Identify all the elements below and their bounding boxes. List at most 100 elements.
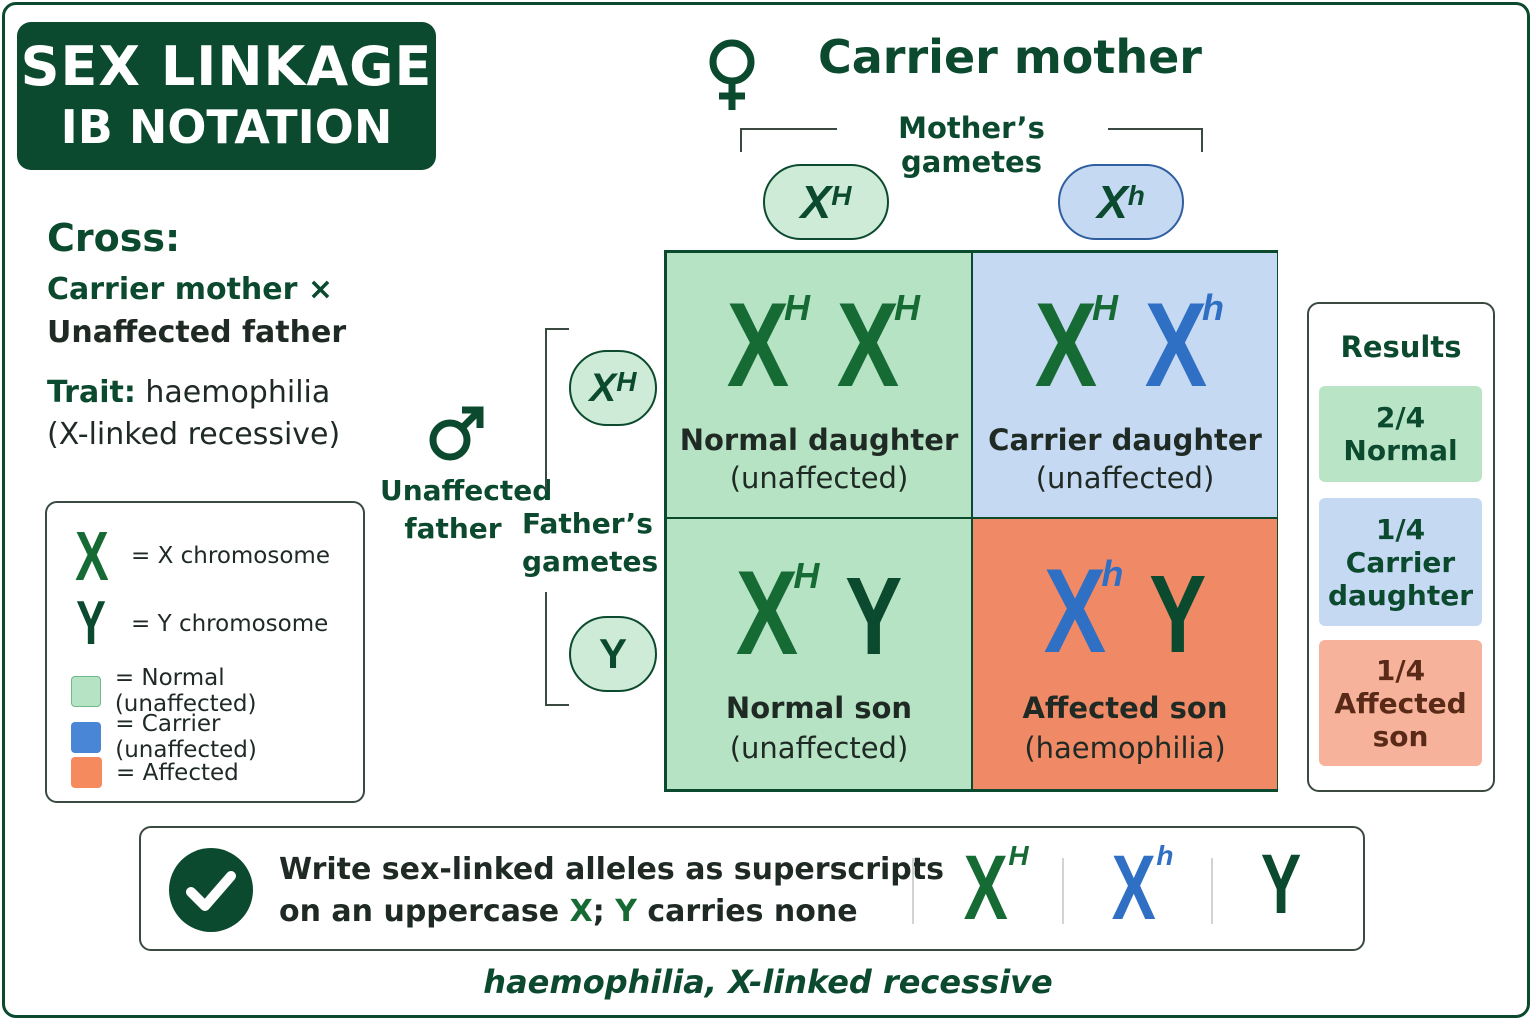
result-affected: 1/4 Affected son (1319, 640, 1482, 766)
result-carrier-ratio: 1/4 (1375, 512, 1426, 546)
chromosome-x: X (1044, 544, 1107, 678)
example-base: Y (1260, 837, 1302, 931)
key-normal-text: = Normal (unaffected) (114, 665, 257, 717)
key-y-text: = Y chromosome (131, 611, 329, 637)
result-normal: 2/4 Normal (1319, 386, 1482, 482)
cross-line-1: Carrier mother × (47, 272, 334, 307)
gamete-sup: h (1127, 180, 1145, 211)
cross-heading: Cross: (47, 216, 181, 260)
notation-x: X (569, 894, 593, 929)
result-affected-ratio: 1/4 (1375, 653, 1426, 687)
father-bracket-top (545, 328, 569, 490)
separator (1211, 858, 1213, 924)
result-carrier: 1/4 Carrier daughter (1319, 498, 1482, 626)
example-XH: XH (955, 837, 1029, 939)
notation-line-2: on an uppercase X; Y carries none (279, 894, 858, 929)
cross-line-2: Unaffected father (47, 315, 347, 350)
mother-title: Carrier mother (818, 30, 1202, 84)
chromosome-x: X (736, 546, 799, 680)
allele-sup: H (793, 555, 820, 596)
gamete-base: X (589, 365, 617, 410)
separator (1062, 858, 1064, 924)
female-symbol-icon (709, 39, 755, 110)
notation-mid: ; (592, 894, 616, 929)
normal-swatch (71, 675, 101, 707)
key-row-carrier: = Carrier (unaffected) (71, 711, 363, 763)
father-bracket-bottom (545, 592, 569, 706)
chromosome-x: X (836, 278, 900, 412)
gamete-base: X (1097, 176, 1128, 228)
allele-sup: H (894, 287, 921, 328)
cell-sublabel: (unaffected) (1035, 461, 1215, 495)
notation-post: carries none (636, 894, 858, 929)
notation-bar: Write sex-linked alleles as superscripts… (139, 826, 1365, 951)
cell-label: Normal daughter (679, 423, 959, 457)
cell-sublabel: (unaffected) (729, 461, 909, 495)
result-carrier-text-2: daughter (1327, 578, 1474, 612)
result-affected-text-1: Affected (1334, 686, 1467, 720)
example-sup: h (1156, 840, 1174, 871)
key-row-affected: = Affected (71, 757, 239, 788)
father-gametes-label: Father’s gametes (522, 505, 658, 581)
result-normal-text: Normal (1343, 434, 1458, 467)
mother-bracket-right (1108, 128, 1203, 152)
chromosome-x: X (1034, 278, 1098, 412)
father-label: Unaffected father (380, 472, 553, 548)
key-row-normal: = Normal (unaffected) (71, 665, 363, 717)
checkmark-icon (169, 848, 253, 932)
key-box: X = X chromosome Y = Y chromosome = Norm… (45, 501, 365, 803)
chromosome-x: X (726, 278, 790, 412)
example-Xh: Xh (1103, 837, 1174, 939)
result-normal-ratio: 2/4 (1375, 401, 1426, 434)
gamete-base: Y (598, 630, 627, 677)
key-carrier-text: = Carrier (unaffected) (115, 711, 257, 763)
notation-pre: on an uppercase (279, 894, 570, 929)
example-Y: Y (1253, 842, 1309, 926)
father-label-line-1: Unaffected (380, 474, 553, 507)
example-sup: H (1008, 840, 1029, 871)
allele-sup: h (1101, 553, 1124, 594)
allele-sup: H (784, 287, 810, 328)
allele-sup: h (1202, 287, 1225, 328)
notation-line-1: Write sex-linked alleles as superscripts (279, 852, 944, 887)
cell-label: Carrier daughter (988, 423, 1262, 457)
title-line-2: IB NOTATION (60, 100, 393, 154)
carrier-swatch (71, 721, 102, 753)
father-label-line-2: father (404, 512, 502, 545)
cell-sublabel: (unaffected) (729, 731, 909, 765)
key-affected-text: = Affected (116, 759, 239, 786)
separator (912, 858, 914, 924)
title-line-1: SEX LINKAGE (20, 35, 433, 98)
trait-label: Trait: (47, 375, 136, 410)
key-row-x: X = X chromosome (69, 521, 330, 591)
results-panel: Results 2/4 Normal 1/4 Carrier daughter … (1307, 302, 1495, 792)
gamete-sup: H (831, 180, 852, 211)
trait-line: Trait: haemophilia (47, 375, 330, 410)
key-row-y: Y = Y chromosome (69, 593, 328, 655)
result-carrier-text-1: Carrier (1345, 545, 1456, 579)
allele-sup: H (1092, 287, 1118, 328)
example-base: X (1111, 837, 1156, 939)
affected-swatch (71, 757, 102, 788)
title-box: SEX LINKAGE IB NOTATION (17, 22, 436, 170)
gamete-base: X (800, 176, 832, 228)
cell-label: Affected son (1022, 691, 1228, 725)
father-gametes-line-1: Father’s (522, 507, 653, 540)
chromosome-y: Y (1149, 553, 1207, 676)
example-base: X (963, 837, 1008, 939)
results-title: Results (1340, 330, 1462, 364)
trait-value: haemophilia (135, 375, 331, 410)
chromosome-y: Y (845, 555, 903, 678)
